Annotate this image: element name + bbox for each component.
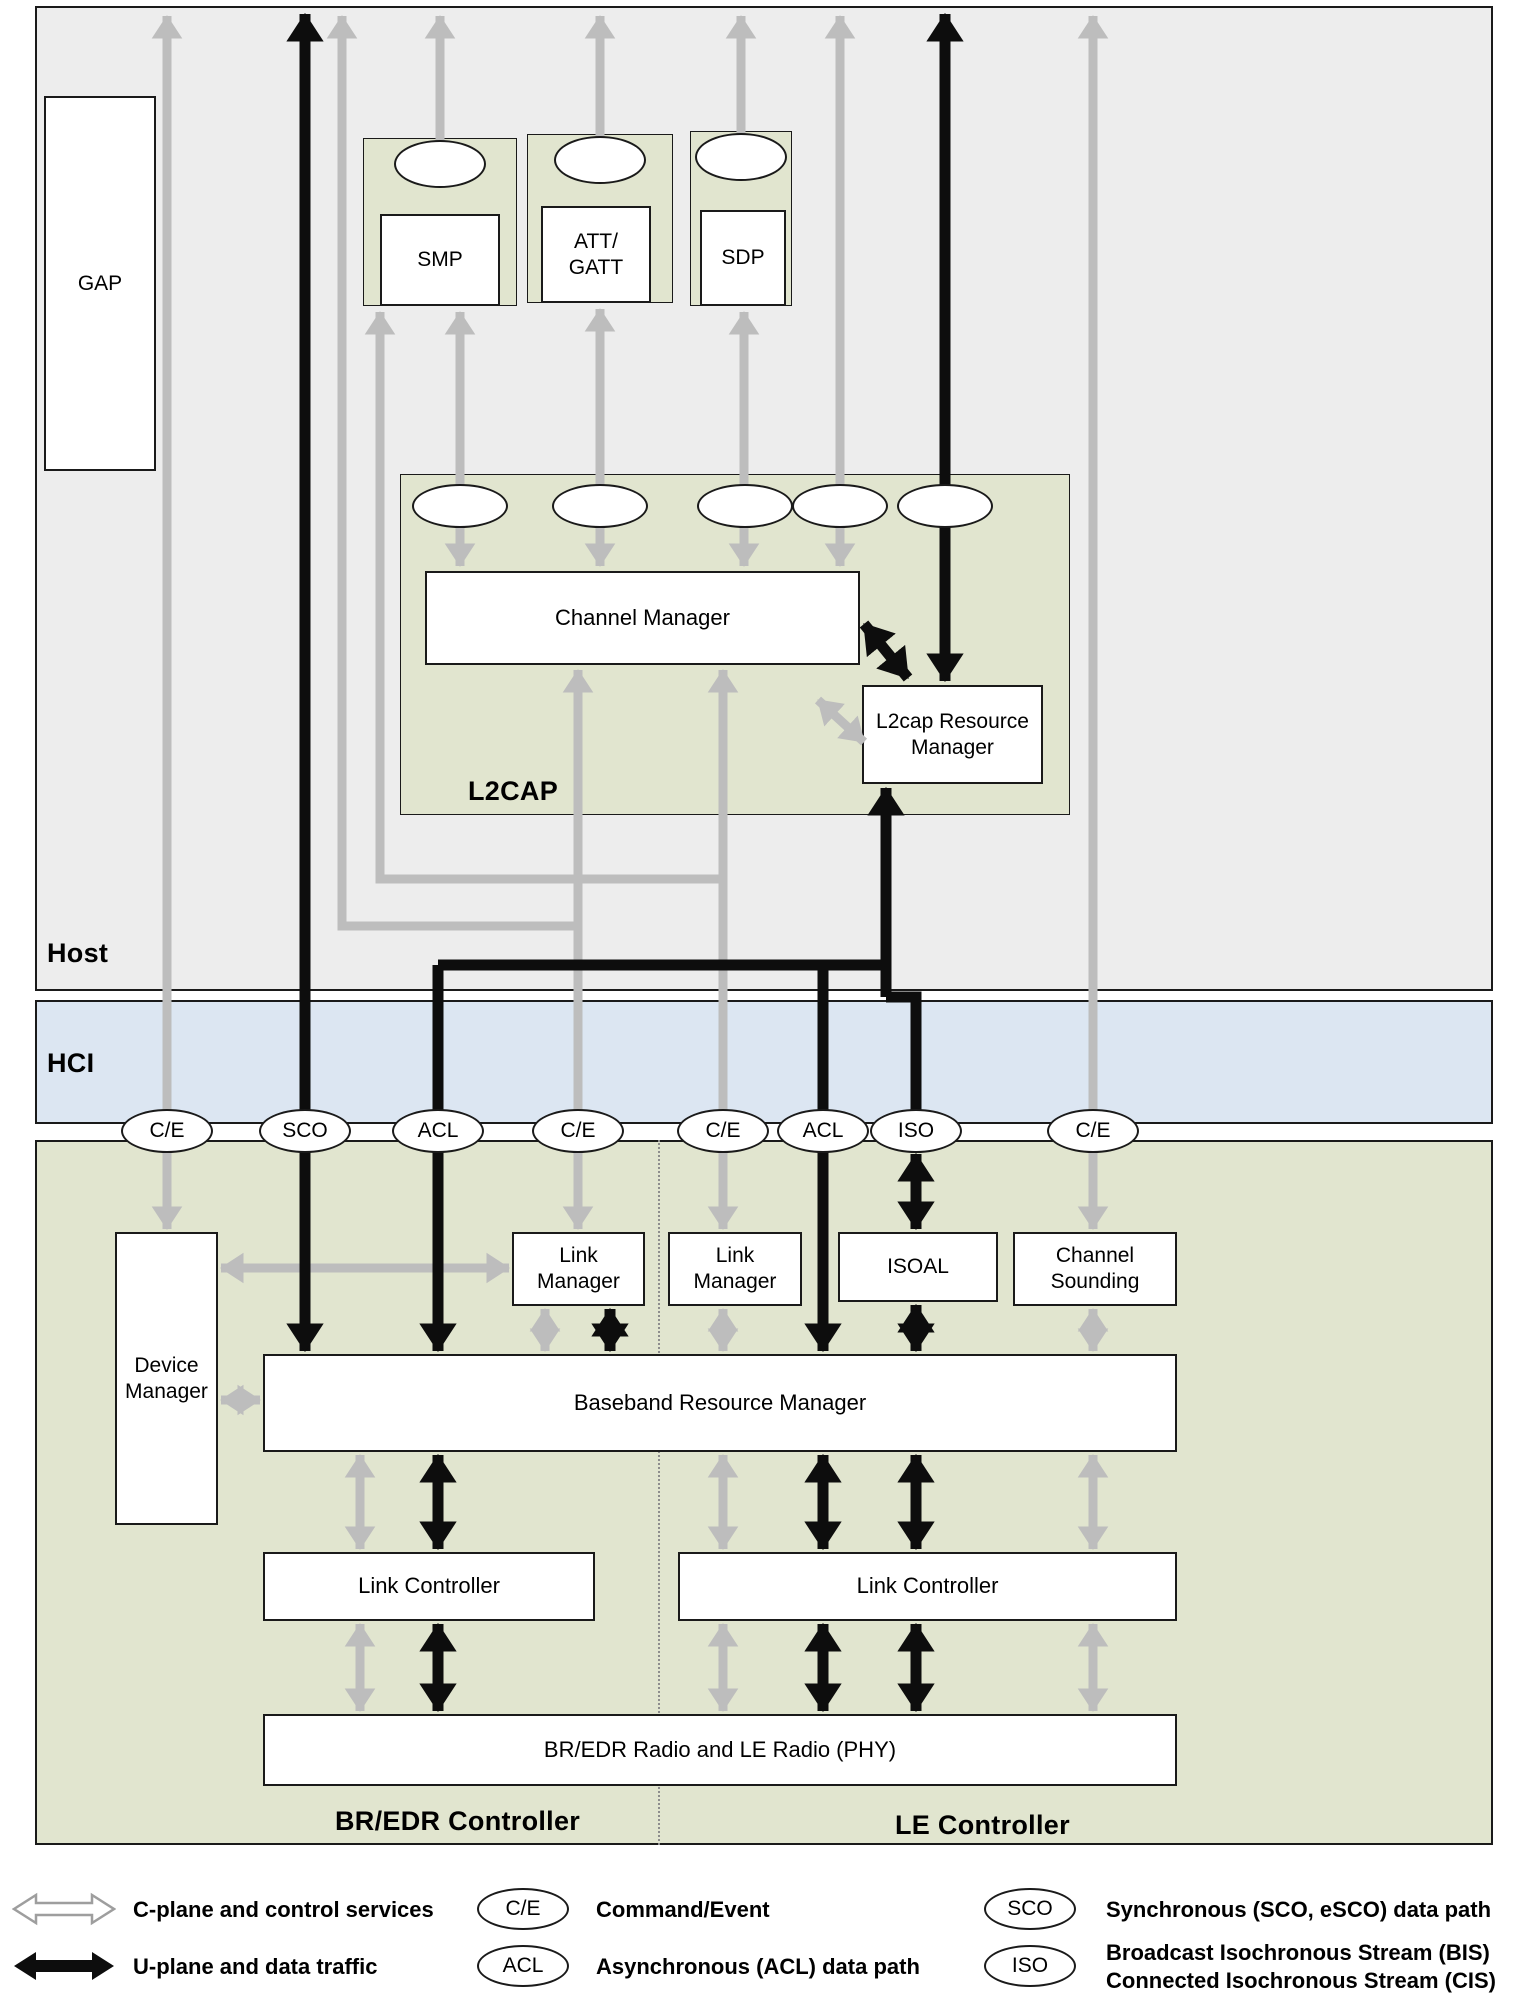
radio-phy-box: BR/EDR Radio and LE Radio (PHY) [263,1714,1177,1786]
att-gatt-port-ellipse [554,136,646,184]
legend-ce-ellipse: C/E [477,1888,569,1930]
legend-uplane-label: U-plane and data traffic [133,1954,378,1979]
channel-manager-box: Channel Manager [425,571,860,665]
hci-port-ce-3: C/E [677,1109,769,1153]
l2cap-port-ellipse-2 [552,484,648,528]
gap-box: GAP [44,96,156,471]
hci-port-acl-bredr: ACL [392,1109,484,1153]
legend-cplane-label: C-plane and control services [133,1897,434,1922]
hci-port-ce-4: C/E [1047,1109,1139,1153]
hci-port-ce-1: C/E [121,1109,213,1153]
smp-port-ellipse [394,140,486,188]
l2cap-port-ellipse-4 [792,484,888,528]
host-label: Host [47,938,109,968]
channel-sounding-box: Channel Sounding [1013,1232,1177,1306]
legend-iso-ellipse: ISO [984,1945,1076,1987]
legend-iso-label: Broadcast Isochronous Stream (BIS) Conne… [1106,1940,1496,1993]
link-controller-bredr-box: Link Controller [263,1552,595,1621]
hci-port-acl-le: ACL [777,1109,869,1153]
l2cap-port-ellipse-1 [412,484,508,528]
isoal-box: ISOAL [838,1232,998,1302]
hci-region [35,1000,1493,1124]
hci-label: HCI [47,1048,95,1078]
l2cap-label: L2CAP [468,776,559,806]
legend-cplane-arrow-icon [11,1892,117,1926]
baseband-resource-manager-box: Baseband Resource Manager [263,1354,1177,1452]
le-controller-label: LE Controller [895,1810,1070,1840]
l2cap-port-ellipse-3 [697,484,793,528]
link-controller-le-box: Link Controller [678,1552,1177,1621]
legend-acl-ellipse: ACL [477,1945,569,1987]
sdp-box: SDP [700,210,786,306]
link-manager-bredr-box: Link Manager [512,1232,645,1306]
legend-sco-ellipse: SCO [984,1888,1076,1930]
legend-ce-label: Command/Event [596,1897,770,1922]
device-manager-box: Device Manager [115,1232,218,1525]
legend-sco-label: Synchronous (SCO, eSCO) data path [1106,1897,1492,1922]
hci-port-sco: SCO [259,1109,351,1153]
l2cap-port-ellipse-5 [897,484,993,528]
hci-port-ce-2: C/E [532,1109,624,1153]
link-manager-le-box: Link Manager [668,1232,802,1306]
bredr-le-divider [658,1140,660,1845]
legend-uplane-arrow-icon [12,1949,116,1983]
smp-box: SMP [380,214,500,306]
hci-port-iso: ISO [870,1109,962,1153]
bredr-controller-label: BR/EDR Controller [335,1806,581,1836]
sdp-port-ellipse [695,133,787,181]
att-gatt-box: ATT/ GATT [541,206,651,303]
l2cap-resource-manager-box: L2cap Resource Manager [862,685,1043,784]
legend-acl-label: Asynchronous (ACL) data path [596,1954,920,1979]
